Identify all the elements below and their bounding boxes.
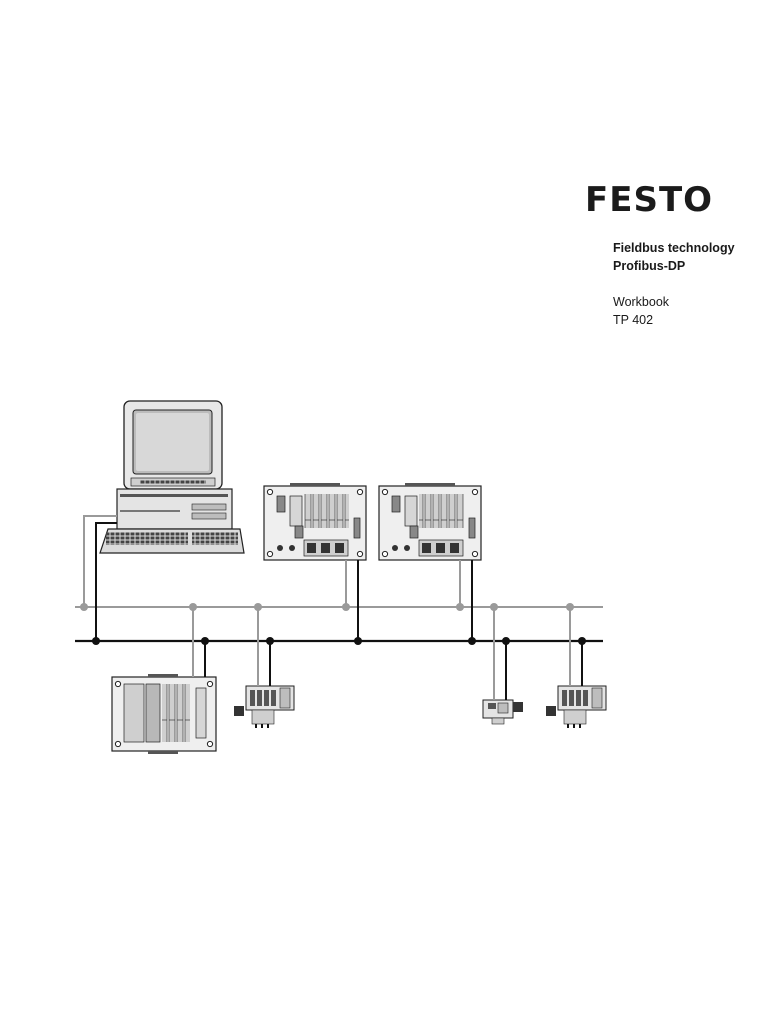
io-station-upper-1 [263,483,367,561]
title-line-2: Profibus-DP [613,259,686,273]
subtitle-line-1: Workbook [613,295,670,309]
pc-workstation-icon [99,400,245,554]
plc-rack-icon [111,674,217,754]
document-title: Fieldbus technology Profibus-DP [613,239,735,275]
grey-bus-junctions [80,603,574,611]
valve-terminal-icon-2 [546,685,607,728]
document-subtitle: Workbook TP 402 [613,293,669,329]
subtitle-line-2: TP 402 [613,313,654,327]
black-bus-junctions [92,637,586,645]
valve-terminal-icon-1 [234,685,295,728]
title-line-1: Fieldbus technology [613,241,735,255]
pc-bus-cable-black [95,522,117,641]
festo-logo: FESTO [585,180,714,220]
pc-bus-cable-grey [83,515,117,607]
io-module-icon [482,699,523,725]
io-station-upper-2 [378,483,482,561]
